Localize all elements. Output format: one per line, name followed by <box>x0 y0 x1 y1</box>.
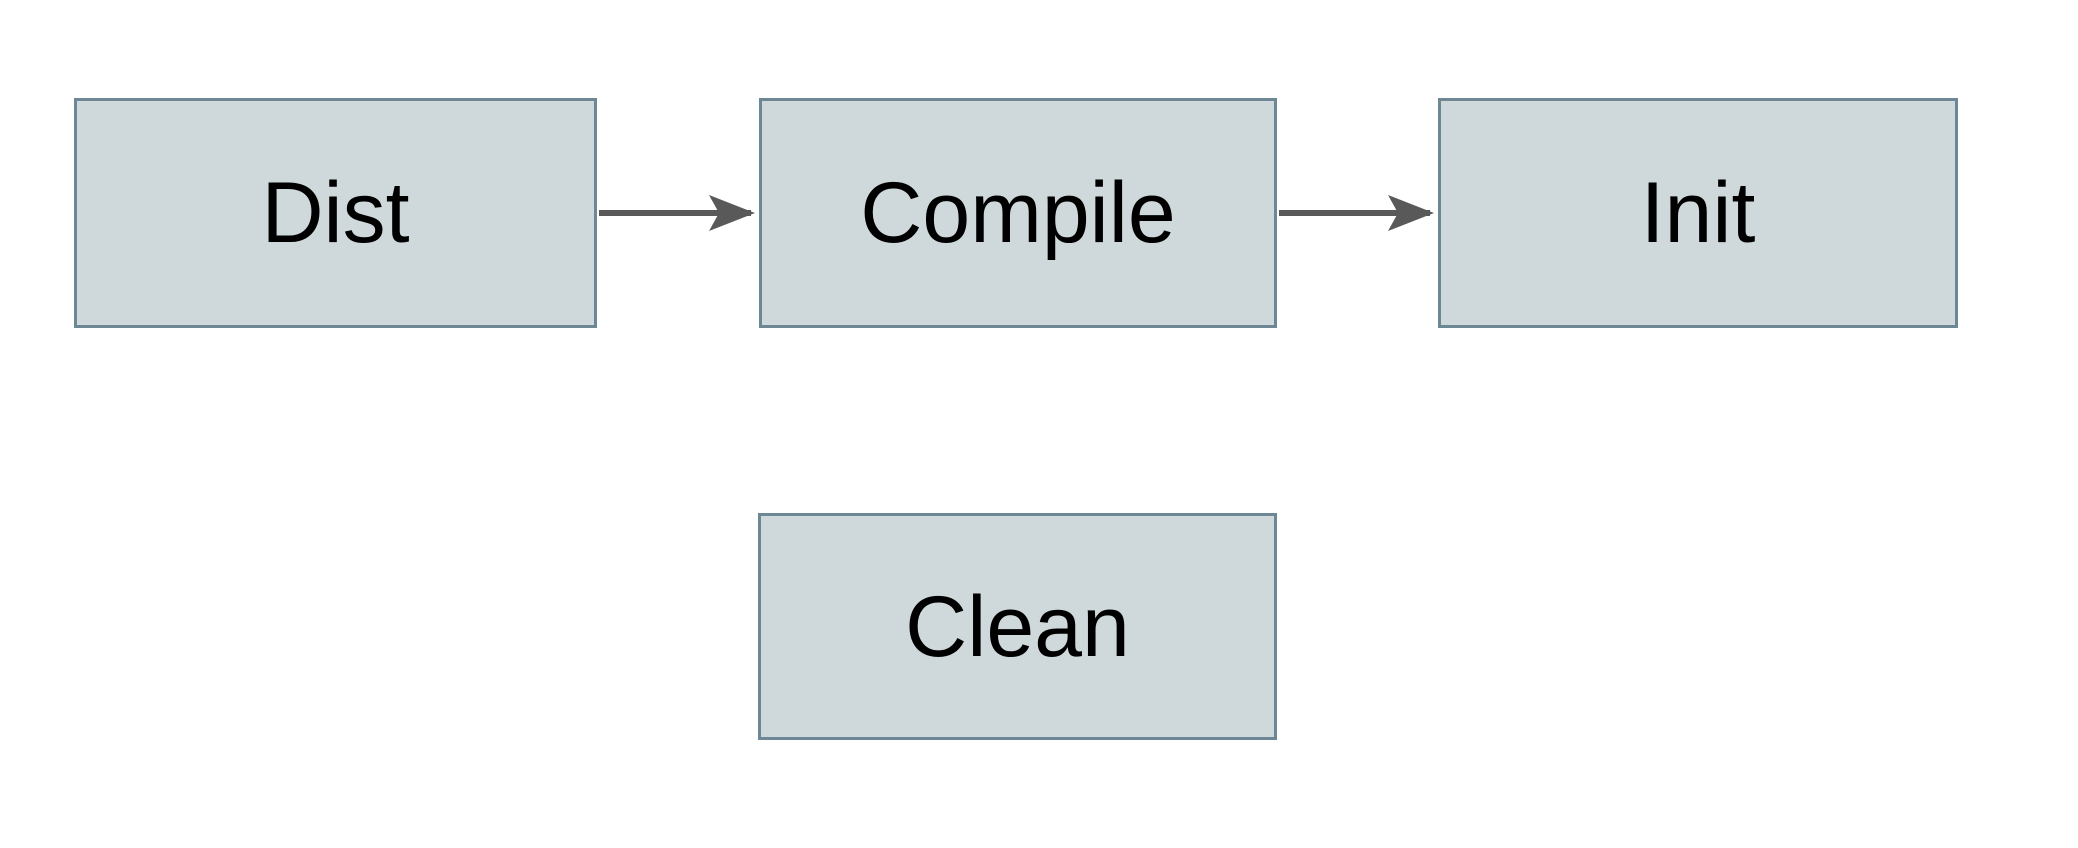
node-init: Init <box>1438 98 1958 328</box>
node-clean-label: Clean <box>905 578 1130 675</box>
node-compile-label: Compile <box>860 165 1176 261</box>
node-compile: Compile <box>759 98 1277 328</box>
node-dist: Dist <box>74 98 597 328</box>
node-clean: Clean <box>758 513 1277 740</box>
node-dist-label: Dist <box>261 165 410 261</box>
node-init-label: Init <box>1640 165 1756 261</box>
